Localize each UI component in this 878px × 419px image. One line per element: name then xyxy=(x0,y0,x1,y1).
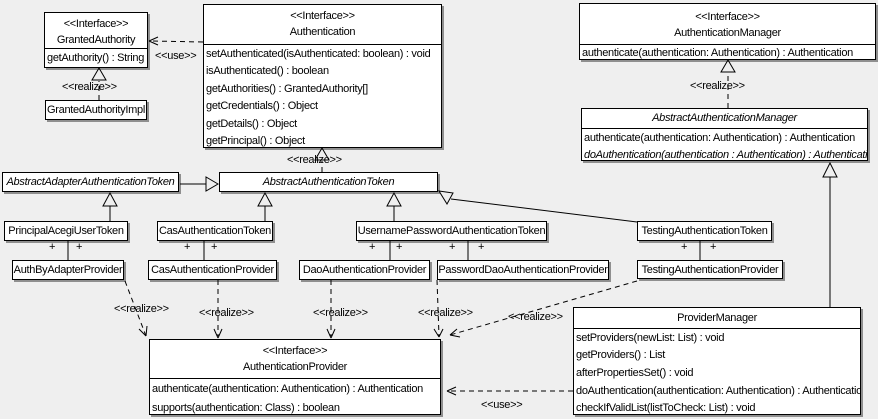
plus-multiplicity: + xyxy=(184,241,191,253)
class-principal-acegi-user-token: PrincipalAcegiUserToken xyxy=(4,221,128,241)
realize-label: <<realize>> xyxy=(199,307,254,319)
edge-gen-principaltoken-abstractadaptertoken xyxy=(102,191,118,221)
stereotype-label: <<Interface>> xyxy=(290,10,355,22)
class-dao-authentication-provider: DaoAuthenticationProvider xyxy=(299,260,430,280)
method: setProviders(newList: List) : void xyxy=(576,331,725,344)
method: authenticate(authentication: Authenticat… xyxy=(584,131,855,144)
class-provider-manager: ProviderManager setProviders(newList: Li… xyxy=(573,307,861,415)
realize-label: <<realize>> xyxy=(313,307,368,319)
plus-multiplicity: + xyxy=(369,241,376,253)
class-header: AbstractAuthenticationManager xyxy=(582,109,867,128)
class-name: GrantedAuthorityImpl xyxy=(47,104,145,116)
class-name: CasAuthenticationToken xyxy=(158,225,272,237)
method: isAuthenticated() : boolean xyxy=(206,65,329,78)
method: getDetails() : Object xyxy=(206,117,297,130)
realize-label: <<realize>> xyxy=(508,311,563,323)
plus-multiplicity: + xyxy=(49,241,56,253)
plus-multiplicity: + xyxy=(396,241,403,253)
class-name: GrantedAuthority xyxy=(56,34,136,46)
realize-label: <<realize>> xyxy=(114,303,169,315)
realize-label: <<realize>> xyxy=(287,154,342,166)
class-name: CasAuthenticationProvider xyxy=(151,264,274,276)
class-name: Authentication xyxy=(289,26,356,38)
class-name: AuthByAdapterProvider xyxy=(13,264,123,276)
class-name: AbstractAdapterAuthenticationToken xyxy=(6,176,175,188)
class-username-password-authentication-token: UsernamePasswordAuthenticationToken xyxy=(356,221,547,241)
class-name: TestingAuthenticationProvider xyxy=(641,263,779,276)
method: checkIfValidList(listToCheck: List) : vo… xyxy=(576,402,756,415)
class-granted-authority: <<Interface>> GrantedAuthority getAuthor… xyxy=(44,12,148,68)
class-name: TestingAuthenticationToken xyxy=(641,225,768,237)
class-name: DaoAuthenticationProvider xyxy=(302,264,427,276)
class-name: AbstractAuthenticationToken xyxy=(262,176,395,188)
method: getProviders() : List xyxy=(576,349,666,362)
methods-compartment: setProviders(newList: List) : void getPr… xyxy=(574,328,860,417)
class-header: ProviderManager xyxy=(574,308,860,328)
method: setAuthenticated(isAuthenticated: boolea… xyxy=(206,47,431,60)
class-header: <<Interface>> AuthenticationProvider xyxy=(150,340,440,378)
method: getPrincipal() : Object xyxy=(206,135,305,148)
class-name: AuthenticationProvider xyxy=(242,361,348,373)
method: afterPropertiesSet() : void xyxy=(576,366,694,379)
stereotype-label: <<Interface>> xyxy=(695,11,760,23)
class-name: PrincipalAcegiUserToken xyxy=(8,225,124,237)
class-header: <<Interface>> AuthenticationManager xyxy=(580,4,875,44)
edge-gen-usernamepasswordtoken-abstractauthtoken xyxy=(386,191,402,221)
class-testing-authentication-token: TestingAuthenticationToken xyxy=(637,221,772,241)
methods-compartment: authenticate(authentication: Authenticat… xyxy=(582,128,867,163)
methods-compartment: authenticate(authentication: Authenticat… xyxy=(580,44,875,61)
stereotype-label: <<Interface>> xyxy=(262,345,328,357)
plus-multiplicity: + xyxy=(478,241,485,253)
class-header: <<Interface>> Authentication xyxy=(204,5,441,44)
method: supports(authentication: Class) : boolea… xyxy=(152,401,340,414)
class-abstract-authentication-manager: AbstractAuthenticationManager authentica… xyxy=(581,108,868,161)
class-authentication-provider: <<Interface>> AuthenticationProvider aut… xyxy=(149,339,441,415)
method: authenticate(authentication: Authenticat… xyxy=(152,382,423,395)
realize-label: <<realize>> xyxy=(690,80,745,92)
edge-gen-abstractadaptertoken-abstractauthtoken xyxy=(180,176,219,192)
method: doAuthentication(authentication: Authent… xyxy=(576,384,860,397)
class-testing-authentication-provider: TestingAuthenticationProvider xyxy=(637,260,783,279)
realize-label: <<realize>> xyxy=(62,81,117,93)
class-name: AuthenticationManager xyxy=(674,27,781,39)
class-name: PasswordDaoAuthenticationProvider xyxy=(438,264,608,276)
plus-multiplicity: + xyxy=(211,241,218,253)
methods-compartment: authenticate(authentication: Authenticat… xyxy=(150,378,440,417)
method: getCredentials() : Object xyxy=(206,100,318,113)
class-name: ProviderManager xyxy=(677,312,757,324)
methods-compartment: getAuthority() : String xyxy=(45,48,147,67)
class-granted-authority-impl: GrantedAuthorityImpl xyxy=(45,100,147,120)
class-auth-by-adapter-provider: AuthByAdapterProvider xyxy=(12,260,124,280)
class-abstract-authentication-token: AbstractAuthenticationToken xyxy=(219,172,438,192)
stereotype-label: <<Interface>> xyxy=(63,18,129,30)
method: getAuthority() : String xyxy=(47,52,145,64)
method: doAuthentication(authentication : Authen… xyxy=(584,148,867,161)
edge-gen-testingtoken-abstractauthtoken xyxy=(438,190,638,223)
class-header: <<Interface>> GrantedAuthority xyxy=(45,13,147,48)
edge-gen-castoken-abstractauthtoken xyxy=(257,191,273,221)
edge-use-authentication-grantedauthority xyxy=(148,36,204,46)
edge-gen-providermanager-abstractauthmanager xyxy=(822,161,838,307)
plus-multiplicity: + xyxy=(76,241,83,253)
plus-multiplicity: + xyxy=(710,241,717,253)
class-abstract-adapter-authentication-token: AbstractAdapterAuthenticationToken xyxy=(2,172,179,192)
class-cas-authentication-provider: CasAuthenticationProvider xyxy=(148,260,277,280)
class-password-dao-authentication-provider: PasswordDaoAuthenticationProvider xyxy=(437,260,609,280)
class-authentication: <<Interface>> Authentication setAuthenti… xyxy=(203,4,442,148)
class-cas-authentication-token: CasAuthenticationToken xyxy=(157,221,273,241)
use-label: <<use>> xyxy=(481,399,523,411)
class-authentication-manager: <<Interface>> AuthenticationManager auth… xyxy=(579,3,876,60)
realize-label: <<realize>> xyxy=(418,307,473,319)
methods-compartment: setAuthenticated(isAuthenticated: boolea… xyxy=(204,44,441,150)
use-label: <<use>> xyxy=(155,50,197,62)
method: authenticate(authentication: Authenticat… xyxy=(582,47,853,59)
class-name: AbstractAuthenticationManager xyxy=(652,112,797,124)
method: getAuthorities() : GrantedAuthority[] xyxy=(206,82,368,95)
plus-multiplicity: + xyxy=(681,241,688,253)
class-name: UsernamePasswordAuthenticationToken xyxy=(357,225,546,237)
plus-multiplicity: + xyxy=(449,241,456,253)
edge-use-providermanager-authenticationprovider xyxy=(446,386,573,396)
